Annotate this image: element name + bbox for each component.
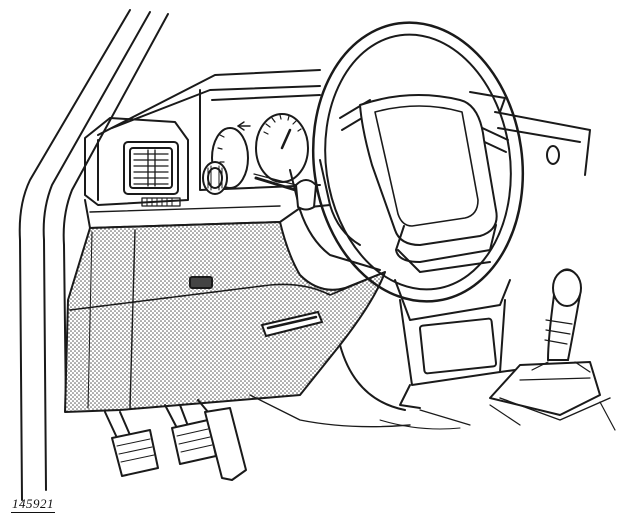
- glovebox-catch: [189, 276, 213, 289]
- clutch-pedal: [104, 411, 159, 477]
- figure-reference-number: 145921: [11, 496, 55, 513]
- gear-boot: [489, 361, 611, 421]
- accelerator-pedal: [197, 399, 247, 481]
- light-switch-knob: [202, 161, 228, 195]
- air-vent-grille: [123, 141, 181, 207]
- tachometer-gauge: [211, 127, 249, 189]
- centre-console: [339, 279, 516, 411]
- lower-dash-panel: [64, 221, 386, 413]
- speedometer-gauge: [255, 113, 309, 183]
- dashboard-top: [97, 69, 591, 176]
- floor: [249, 394, 616, 431]
- side-vent-housing: [84, 117, 189, 206]
- gear-lever: [544, 268, 582, 361]
- steering-wheel-hub: [359, 94, 498, 273]
- glovebox-handle: [261, 311, 323, 337]
- gear-knob: [552, 269, 582, 307]
- a-pillar: [18, 9, 169, 501]
- steering-column: [289, 159, 381, 271]
